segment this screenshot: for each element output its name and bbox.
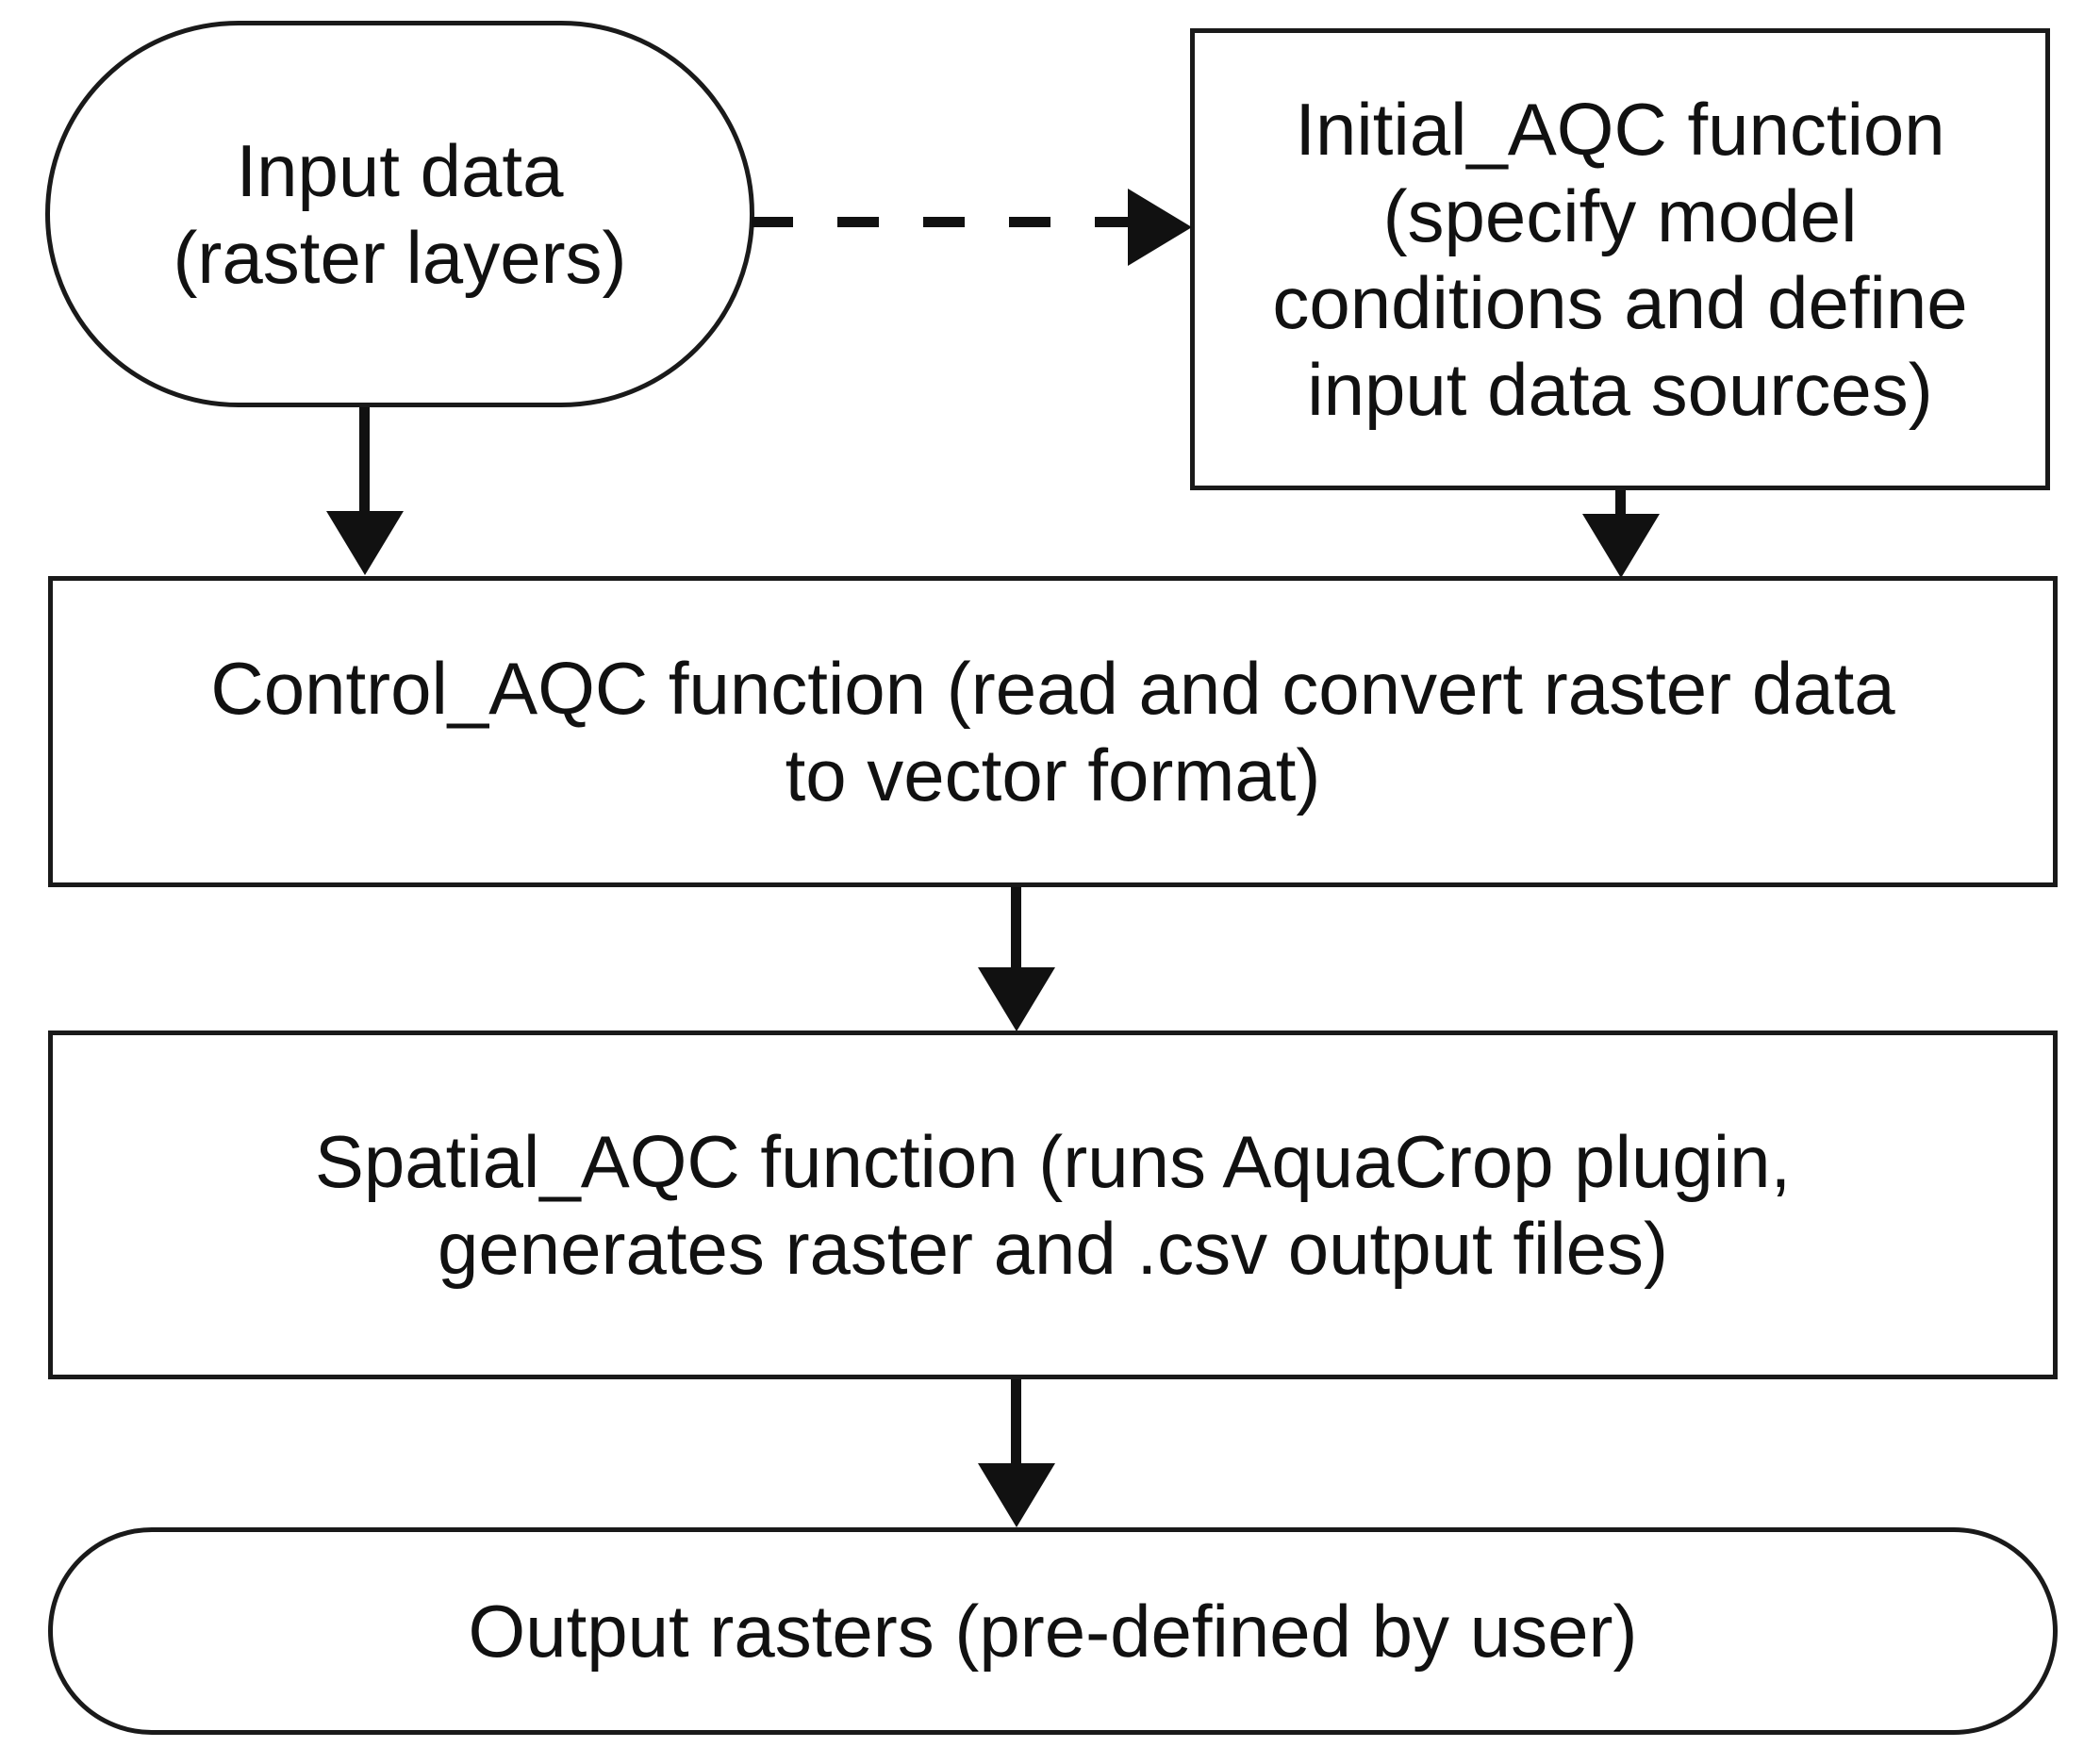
connector-line [1615, 490, 1626, 549]
arrowhead-down-icon [326, 511, 404, 575]
arrowhead-down-icon [978, 967, 1055, 1031]
arrowhead-down-icon [1582, 514, 1660, 578]
dashed-line-segment [752, 217, 1134, 227]
arrowhead-right-icon [1128, 189, 1192, 266]
node-control-aqc: Control_AQC function (read and convert r… [48, 576, 2058, 887]
node-input-data: Input data (raster layers) [45, 21, 754, 407]
arrowhead-down-icon [978, 1463, 1055, 1527]
node-spatial-aqc: Spatial_AQC function (runs AquaCrop plug… [48, 1030, 2058, 1379]
connector-line [1011, 887, 1021, 989]
node-initial-aqc: Initial_AQC function (specify model cond… [1190, 28, 2050, 490]
connector-line [359, 407, 370, 520]
node-output-rasters: Output rasters (pre-defined by user) [48, 1527, 2058, 1735]
connector-line [1011, 1379, 1021, 1477]
